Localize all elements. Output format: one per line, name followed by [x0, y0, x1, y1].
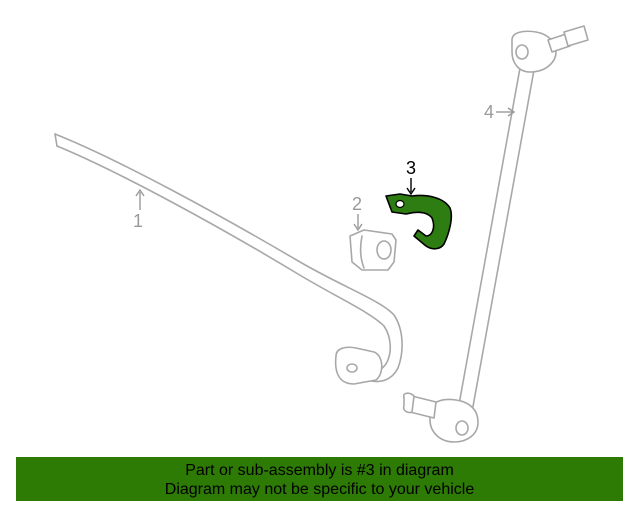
callout-4[interactable]: 4	[484, 102, 516, 122]
bushing-bracket	[385, 193, 453, 250]
callout-4-label: 4	[484, 102, 494, 122]
callout-1[interactable]: 1	[133, 188, 145, 231]
callout-2-label: 2	[352, 194, 362, 214]
info-banner: Part or sub-assembly is #3 in diagram Di…	[16, 457, 623, 501]
callout-2[interactable]: 2	[352, 194, 363, 232]
banner-line-2: Diagram may not be specific to your vehi…	[164, 481, 475, 498]
callout-3[interactable]: 3	[406, 158, 416, 196]
stabilizer-bar	[54, 133, 403, 385]
stabilizer-link	[402, 25, 589, 443]
callout-3-label: 3	[406, 158, 416, 178]
callout-1-label: 1	[133, 211, 143, 231]
stabilizer-bushing	[349, 229, 397, 271]
parts-diagram: 1 2 3 4	[54, 25, 589, 443]
banner-line-1: Part or sub-assembly is #3 in diagram	[185, 462, 454, 479]
